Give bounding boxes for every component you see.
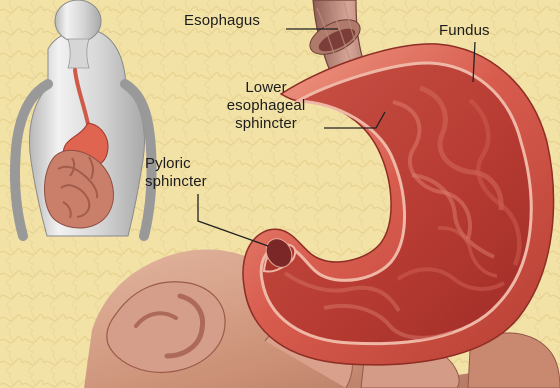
- pyloric-sphincter-label: Pyloric sphincter: [145, 155, 207, 191]
- esophagus-label-text: Esophagus: [184, 12, 260, 29]
- fundus-label: Fundus: [439, 22, 490, 40]
- pyloric-sphincter-label-line-1: Pyloric: [145, 155, 207, 173]
- lower-esophageal-sphincter-label-line-2: esophageal: [202, 97, 330, 115]
- lower-esophageal-sphincter-label-line-3: sphincter: [202, 115, 330, 133]
- lower-esophageal-sphincter-label: Lower esophageal sphincter: [202, 79, 330, 133]
- pyloric-sphincter-label-line-2: sphincter: [145, 173, 207, 191]
- fundus-label-text: Fundus: [439, 22, 490, 39]
- esophagus-label: Esophagus: [184, 12, 260, 30]
- lower-esophageal-sphincter-label-line-1: Lower: [202, 79, 330, 97]
